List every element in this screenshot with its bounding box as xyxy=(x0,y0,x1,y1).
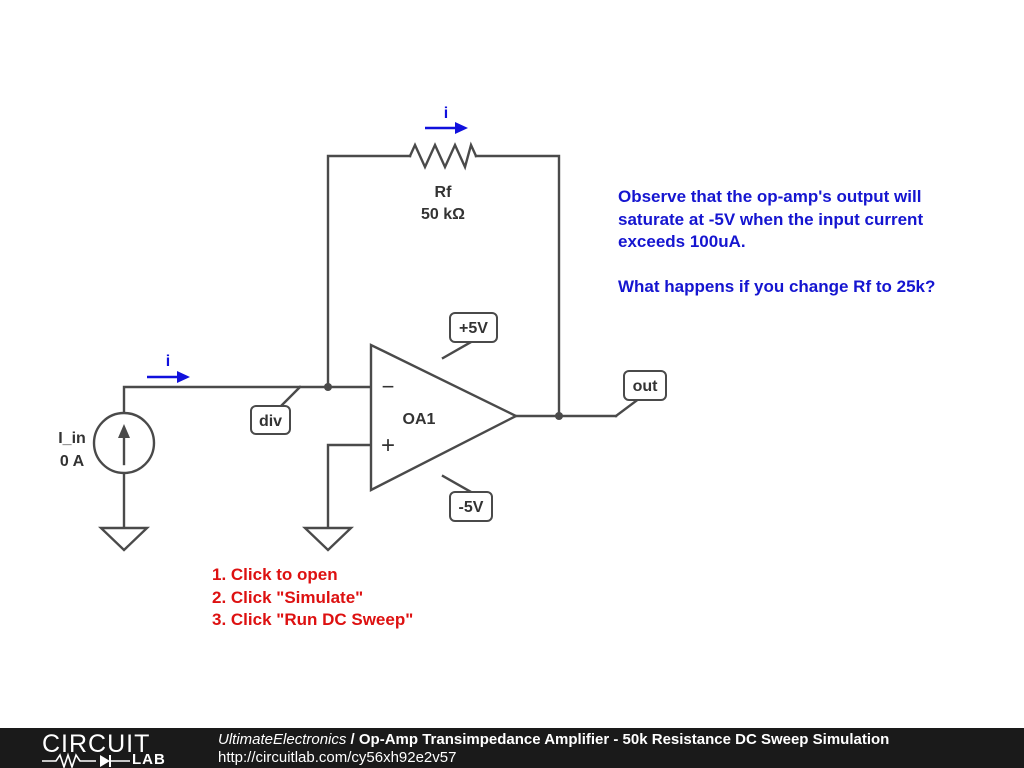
current-source-arrowhead-icon xyxy=(118,424,130,438)
resistor-rf-value: 50 kΩ xyxy=(421,206,465,223)
positive-rail-tag[interactable] xyxy=(449,312,498,343)
instruction-step: 3. Click "Run DC Sweep" xyxy=(212,610,414,629)
opamp-minus-sign: − xyxy=(382,374,395,399)
note-line: exceeds 100uA. xyxy=(618,232,746,251)
div-tag-label: div xyxy=(259,413,282,430)
div-tag[interactable] xyxy=(250,405,291,435)
current-arrowhead-left xyxy=(177,371,190,383)
current-label-left: i xyxy=(166,353,170,370)
logo-wordmark-bottom: LAB xyxy=(132,751,166,768)
note-question: What happens if you change Rf to 25k? xyxy=(618,276,936,296)
out-tag[interactable] xyxy=(623,370,667,401)
negative-rail-tag[interactable] xyxy=(449,491,493,522)
footer-author: UltimateElectronics xyxy=(218,731,347,748)
source-value: 0 A xyxy=(60,453,85,470)
opamp-plus-sign: + xyxy=(381,432,395,459)
feedback-wire xyxy=(326,154,412,389)
div-tag-wire xyxy=(278,385,302,409)
opamp-oa1-symbol[interactable] xyxy=(369,343,519,492)
positive-supply-wire xyxy=(441,340,473,360)
negative-supply-wire xyxy=(441,474,473,494)
resistor-rf-symbol[interactable] xyxy=(408,141,478,171)
plus-input-wire xyxy=(326,443,372,530)
footer-url-link[interactable]: http://circuitlab.com/cy56xh92e2v57 xyxy=(218,749,457,766)
footer-circuit-title: Op-Amp Transimpedance Amplifier - 50k Re… xyxy=(358,731,890,748)
annotation-note: Observe that the op-amp's output will sa… xyxy=(618,186,1018,298)
opamp-name: OA1 xyxy=(403,411,436,428)
ground-icon xyxy=(98,526,150,552)
instructions-list: 1. Click to open 2. Click "Simulate" 3. … xyxy=(212,564,413,632)
current-arrowhead-top xyxy=(455,122,468,134)
ground-icon xyxy=(302,526,354,552)
input-wire xyxy=(122,385,372,415)
note-line: saturate at -5V when the input current xyxy=(618,209,924,229)
current-label-top: i xyxy=(444,105,448,122)
feedback-wire-right xyxy=(474,154,561,418)
out-tag-label: out xyxy=(633,378,659,395)
footer-title[interactable]: UltimateElectronics / Op-Amp Transimpeda… xyxy=(218,731,889,748)
footer-bar: CIRCUIT LAB UltimateElectronics / Op-Amp… xyxy=(0,728,1024,768)
positive-rail-label: +5V xyxy=(459,320,488,337)
negative-rail-label: -5V xyxy=(459,499,484,516)
source-name: I_in xyxy=(58,430,86,447)
logo-resistor-icon xyxy=(42,752,130,768)
instruction-step: 2. Click "Simulate" xyxy=(212,587,364,607)
instruction-step: 1. Click to open xyxy=(212,565,338,584)
junction-node xyxy=(324,383,332,391)
logo-wordmark-top: CIRCUIT xyxy=(42,730,151,758)
circuitlab-logo[interactable]: CIRCUIT LAB xyxy=(42,730,192,768)
footer-separator: / xyxy=(346,731,359,748)
note-line: Observe that the op-amp's output will xyxy=(618,187,922,206)
resistor-rf-name: Rf xyxy=(435,184,453,201)
junction-node xyxy=(555,412,563,420)
